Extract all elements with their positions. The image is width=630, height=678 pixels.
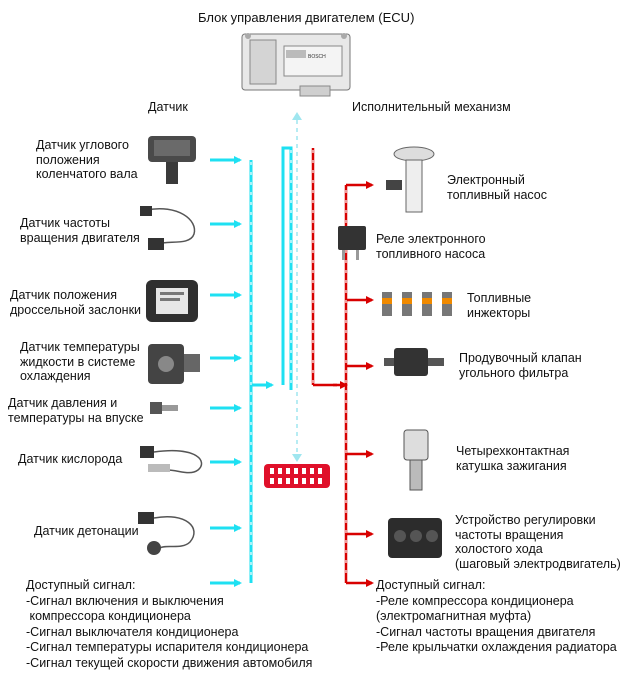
ignition-coil-image xyxy=(403,429,429,491)
output-bus-dashes xyxy=(312,150,347,580)
sensor-knock-label: Датчик детонации xyxy=(34,524,139,538)
coolant-temp-sensor-image xyxy=(148,344,200,384)
intake-sensor-image xyxy=(150,402,178,414)
sensors-header: Датчик xyxy=(148,100,188,114)
actuators-header: Исполнительный механизм xyxy=(352,100,511,114)
input-bus-dashes xyxy=(250,150,292,580)
sensor-signals: Доступный сигнал: -Сигнал включения и вы… xyxy=(26,578,313,670)
fuel-pump-image xyxy=(386,146,435,213)
diagram-title: Блок управления двигателем (ECU) xyxy=(198,10,415,25)
fuel-pump-relay-image xyxy=(338,226,366,260)
idle-control-image xyxy=(388,518,442,558)
engine-speed-sensor-image xyxy=(140,206,196,250)
sensor-signals-title: Доступный сигнал: xyxy=(26,578,136,592)
oxygen-sensor-image xyxy=(140,446,203,474)
output-bus xyxy=(311,148,374,587)
actuator-signals: Доступный сигнал: -Реле компрессора конд… xyxy=(376,578,617,654)
diagnostic-connector-image xyxy=(264,464,330,488)
fuel-injectors-image xyxy=(382,292,452,316)
purge-valve-image xyxy=(384,348,444,376)
throttle-sensor-image xyxy=(146,280,198,322)
actuator-signals-title: Доступный сигнал: xyxy=(376,578,486,592)
crankshaft-sensor-image xyxy=(148,136,196,184)
ecu-image: BOSCH xyxy=(241,33,351,97)
sensor-oxygen-label: Датчик кислорода xyxy=(18,452,123,466)
knock-sensor-image xyxy=(138,512,195,555)
ecu-label: BOSCH xyxy=(308,54,326,60)
